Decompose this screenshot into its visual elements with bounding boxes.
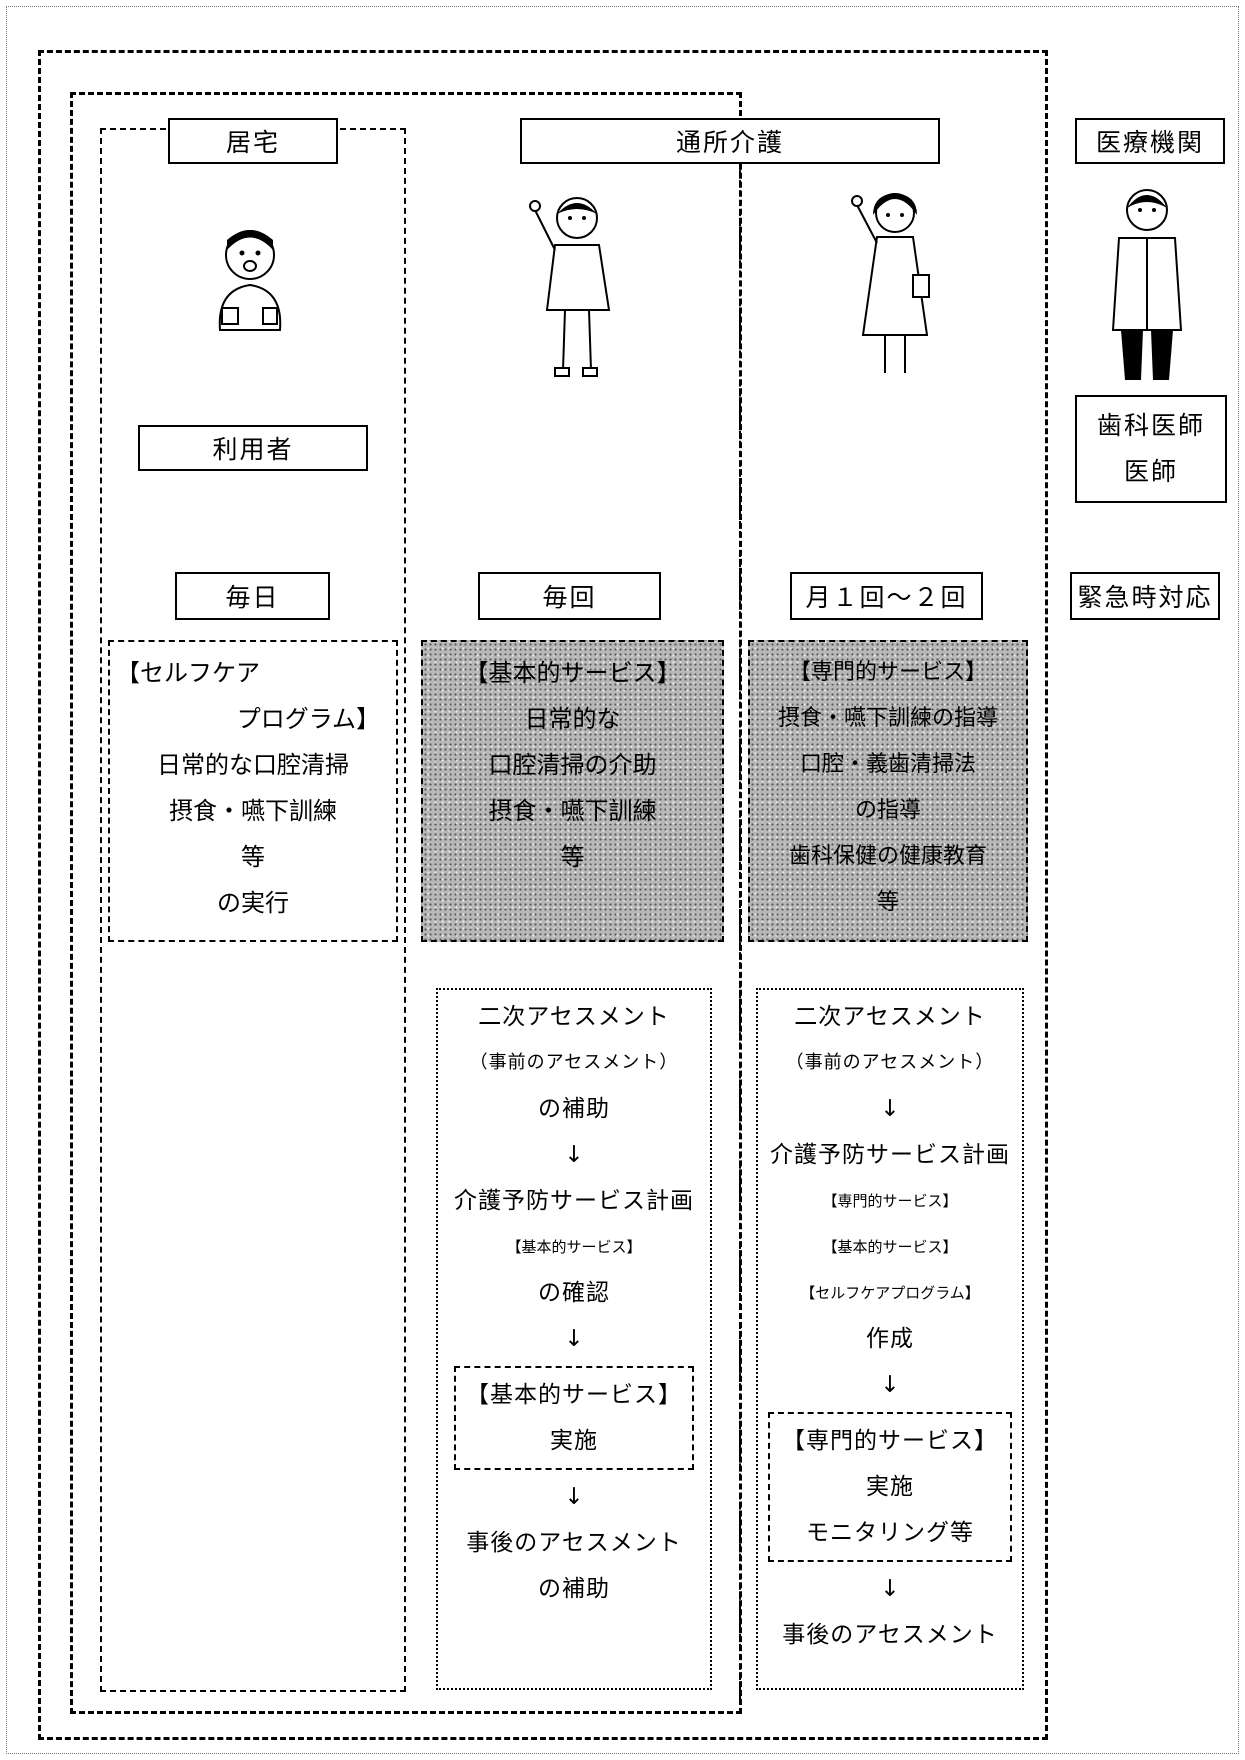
special-flow-step8: 事後のアセスメント [782,1622,998,1648]
special-flow-box-line3: モニタリング等 [806,1520,974,1546]
dental-hygienist-male-icon [529,197,611,377]
user-label: 利用者 [138,425,368,471]
special-flow-step1: 二次アセスメント [794,1004,986,1030]
basic-flow-step6: の確認 [538,1280,610,1306]
special-service-panel: 【専門的サービス】 摂食・嚥下訓練の指導 口腔・義歯清掃法 の指導 歯科保健の健… [748,640,1028,942]
self-care-line6: の実行 [217,889,289,917]
special-flow-box-line2: 実施 [866,1474,914,1500]
page-border [6,6,1239,1754]
basic-flow-step5: 【基本的サービス】 [506,1238,642,1256]
basic-service-line2: 日常的な [524,705,621,733]
self-care-line2: プログラム】 [236,705,380,733]
self-care-panel: 【セルフケア プログラム】 日常的な口腔清掃 摂食・嚥下訓練 等 の実行 [108,640,398,942]
basic-service-line1: 【基本的サービス】 [464,659,681,687]
column-divider [739,140,741,1700]
self-care-line1: 【セルフケア [116,659,260,687]
special-flow-panel: 二次アセスメント （事前のアセスメント） ↓ 介護予防サービス計画 【専門的サー… [756,988,1024,1690]
basic-flow-arrow-2: ↓ [564,1326,584,1352]
basic-flow-step3: の補助 [538,1096,610,1122]
special-flow-arrow-2: ↓ [880,1372,900,1398]
dental-hygienist-female-icon [851,193,930,373]
basic-service-panel: 【基本的サービス】 日常的な 口腔清掃の介助 摂食・嚥下訓練 等 [421,640,724,942]
basic-flow-implementation-box: 【基本的サービス】 実施 [454,1366,694,1470]
header-home: 居宅 [168,118,338,164]
special-service-line6: 等 [876,890,899,915]
special-flow-box-line1: 【専門的サービス】 [782,1428,998,1454]
special-flow-step2: （事前のアセスメント） [785,1052,995,1073]
header-daycare: 通所介護 [520,118,940,164]
self-care-line5: 等 [241,843,265,871]
special-service-line4: の指導 [854,798,921,823]
basic-flow-arrow-1: ↓ [564,1142,584,1168]
basic-service-line5: 等 [560,843,585,871]
self-care-line4: 摂食・嚥下訓練 [169,797,337,825]
self-care-line3: 日常的な口腔清掃 [157,751,349,779]
doctor-label-box: 歯科医師 医師 [1075,395,1227,503]
basic-flow-step7: 事後のアセスメント [466,1530,682,1556]
user-figure-icon [218,230,282,331]
special-flow-arrow-1: ↓ [880,1096,900,1122]
basic-flow-step1: 二次アセスメント [478,1004,670,1030]
special-service-line1: 【専門的サービス】 [788,660,987,685]
frequency-daily: 毎日 [175,572,330,620]
basic-flow-step8: の補助 [538,1576,610,1602]
special-flow-step7: 作成 [866,1326,914,1352]
special-flow-implementation-box: 【専門的サービス】 実施 モニタリング等 [768,1412,1012,1562]
frequency-each-visit: 毎回 [478,572,661,620]
special-service-line3: 口腔・義歯清掃法 [799,752,976,777]
frequency-monthly: 月１回～２回 [790,572,983,620]
doctor-label-dentist: 歯科医師 [1096,411,1205,440]
basic-flow-step2: （事前のアセスメント） [469,1052,679,1073]
frequency-emergency: 緊急時対応 [1070,572,1220,620]
outer-dashed-boundary [38,50,1048,1740]
special-flow-step5: 【基本的サービス】 [822,1238,958,1256]
basic-flow-arrow-3: ↓ [564,1484,584,1510]
special-flow-step3: 介護予防サービス計画 [770,1142,1010,1168]
basic-flow-step4: 介護予防サービス計画 [454,1188,694,1214]
doctor-figure-icon [1111,189,1183,380]
special-flow-arrow-3: ↓ [880,1576,900,1602]
basic-flow-panel: 二次アセスメント （事前のアセスメント） の補助 ↓ 介護予防サービス計画 【基… [436,988,712,1690]
doctor-label-physician: 医師 [1123,457,1178,486]
special-flow-step4: 【専門的サービス】 [822,1192,958,1210]
basic-flow-box-line1: 【基本的サービス】 [466,1382,682,1408]
special-service-line5: 歯科保健の健康教育 [788,844,987,869]
special-flow-step6: 【セルフケアプログラム】 [800,1284,980,1302]
special-service-line2: 摂食・嚥下訓練の指導 [777,706,998,731]
basic-service-line3: 口腔清掃の介助 [488,751,657,779]
basic-service-line4: 摂食・嚥下訓練 [488,797,657,825]
basic-flow-box-line2: 実施 [550,1428,598,1454]
header-medical: 医療機関 [1075,118,1225,164]
